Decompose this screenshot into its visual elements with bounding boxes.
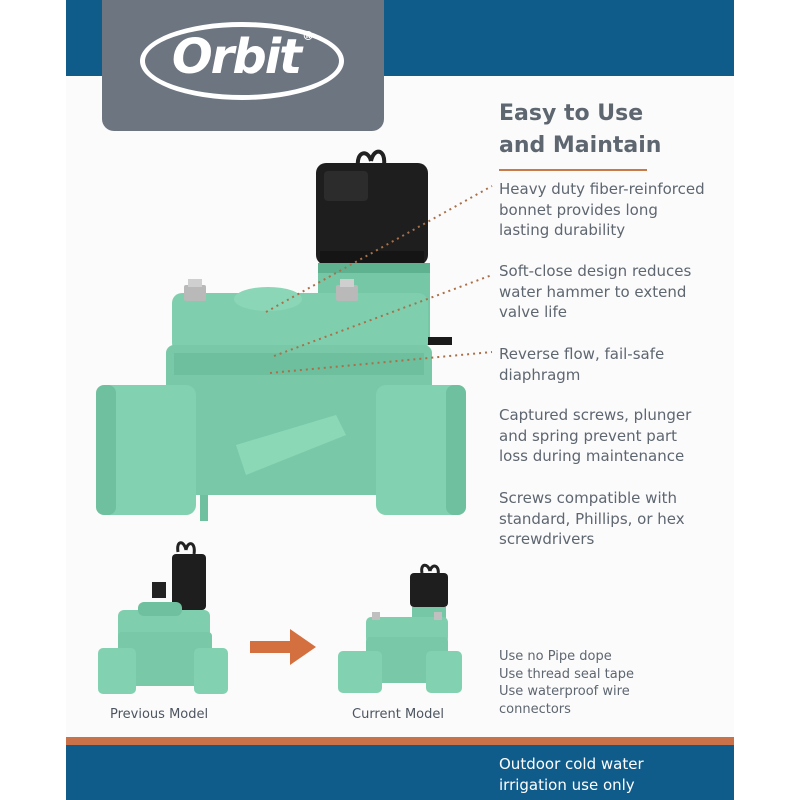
feature-line: Soft-close design reduces (499, 262, 692, 280)
logo-swoosh (140, 22, 344, 100)
footer-accent-rule (66, 737, 734, 745)
previous-model-image (98, 541, 228, 694)
feature-line: valve life (499, 303, 567, 321)
tip-line: connectors (499, 701, 571, 717)
feature-screwdrivers: Screws compatible with standard, Phillip… (499, 488, 729, 550)
feature-bonnet: Heavy duty fiber-reinforced bonnet provi… (499, 179, 729, 241)
usage-note-line-2: irrigation use only (499, 776, 635, 794)
logo-wordmark: Orbit (171, 29, 302, 85)
feature-line: Captured screws, plunger (499, 406, 692, 424)
feature-line: loss during maintenance (499, 447, 685, 465)
brand-logo: Orbit® (102, 29, 384, 85)
right-arrow-icon (250, 629, 316, 665)
main-valve-image (96, 149, 466, 521)
headline: Easy to Use and Maintain (499, 98, 729, 162)
usage-note: Outdoor cold water irrigation use only (499, 754, 729, 796)
feature-line: Heavy duty fiber-reinforced (499, 180, 705, 198)
product-panel: Orbit® (66, 0, 734, 800)
tip-line: Use no Pipe dope (499, 649, 612, 664)
feature-line: lasting durability (499, 221, 626, 239)
trademark-mark: ® (302, 29, 315, 43)
feature-line: screwdrivers (499, 530, 595, 548)
feature-line: Screws compatible with (499, 489, 677, 507)
feature-soft-close: Soft-close design reduces water hammer t… (499, 261, 729, 323)
feature-captured-screws: Captured screws, plunger and spring prev… (499, 405, 729, 467)
feature-line: water hammer to extend (499, 282, 687, 301)
tip-line: Use waterproof wire (499, 684, 630, 699)
installation-tips: Use no Pipe dope Use thread seal tape Us… (499, 648, 699, 718)
logo-tab: Orbit® (102, 0, 384, 131)
current-model-caption: Current Model (352, 707, 444, 722)
feature-line: Reverse flow, fail-safe (499, 345, 665, 363)
tip-line: Use thread seal tape (499, 666, 634, 682)
headline-line-2: and Maintain (499, 133, 662, 158)
usage-note-line-1: Outdoor cold water (499, 755, 644, 773)
footer-band (66, 745, 734, 800)
feature-line: diaphragm (499, 365, 581, 384)
feature-line: bonnet provides long (499, 200, 658, 219)
feature-line: and spring prevent part (499, 426, 678, 445)
headline-line-1: Easy to Use (499, 101, 644, 126)
previous-model-caption: Previous Model (110, 707, 209, 722)
feature-diaphragm: Reverse flow, fail-safe diaphragm (499, 344, 729, 385)
feature-line: standard, Phillips, or hex (499, 509, 685, 528)
headline-divider (499, 169, 647, 171)
current-model-image (338, 563, 462, 693)
callout-leaders (265, 185, 493, 374)
